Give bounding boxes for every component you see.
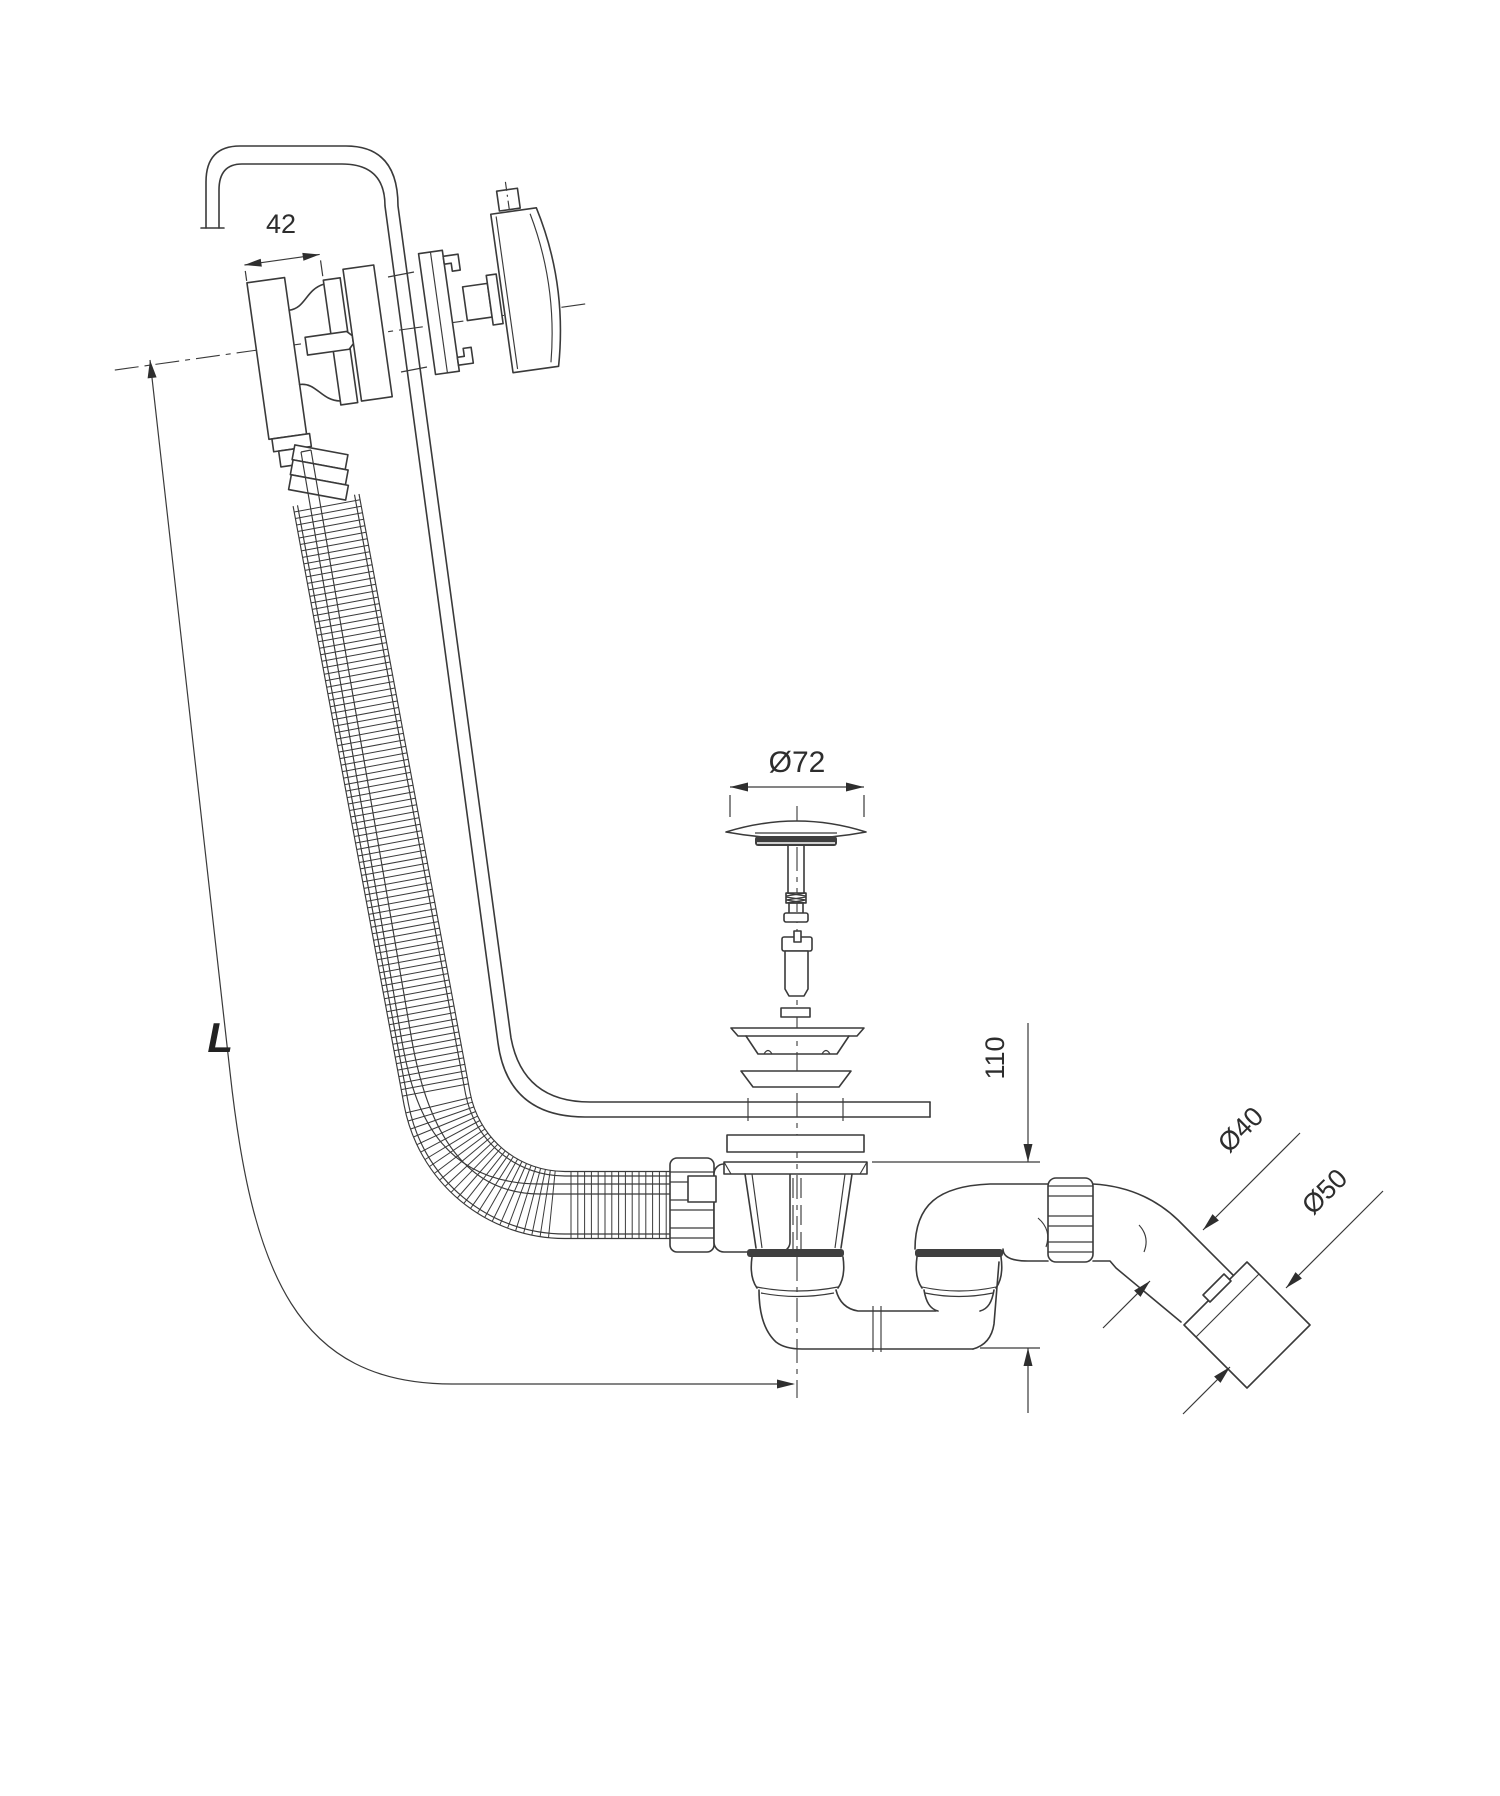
dim42-left-arrow (244, 258, 262, 267)
tee-top-flange (723, 1161, 868, 1175)
plug-stem-foot (783, 912, 809, 923)
sleeve-clip-window (1202, 1273, 1232, 1303)
pipe-bend-mark (1138, 1224, 1147, 1253)
label-plug-diameter: Ø72 (769, 746, 826, 779)
drain-hole-ticks (747, 1098, 844, 1121)
tub-outer-surface (218, 163, 931, 1118)
strainer (730, 1027, 865, 1055)
hose-outer-edge (292, 505, 674, 1240)
rosette-top-clip (442, 253, 462, 272)
rosette-bottom-clip (456, 346, 475, 367)
elbow-outer (914, 1183, 1049, 1250)
knob-stem (495, 187, 522, 212)
hose-inner-inner-line (353, 494, 674, 1177)
screw-body (784, 950, 809, 997)
press-ring (726, 1134, 865, 1153)
outlet (914, 1177, 1311, 1389)
dimension-hose-length (147, 359, 795, 1389)
funnel-top-curve (288, 283, 325, 312)
funnel-bottom-curve (298, 383, 342, 402)
knob-disc (489, 207, 562, 374)
right-cup-curves (921, 1286, 997, 1298)
trap (747, 1249, 1003, 1352)
hose-ribs (294, 499, 667, 1239)
elbow-swivel-nut (1047, 1177, 1094, 1263)
strainer-funnel (745, 1035, 850, 1055)
left-cup-seal (747, 1249, 844, 1257)
spacer-ring (780, 1007, 811, 1018)
screw-slot (793, 930, 802, 943)
cable-conduit (300, 449, 694, 1195)
right-cup-lower (923, 1289, 995, 1312)
outlet-pipe-lower (1092, 1260, 1182, 1323)
right-cup-sides (915, 1256, 1003, 1289)
outlet-pipe-upper (1092, 1183, 1235, 1277)
dim42-right-arrow (302, 252, 320, 261)
swivel-nut-slots (1048, 1185, 1093, 1253)
knob-face-lines (495, 213, 553, 370)
dimension-overflow-depth (244, 252, 324, 281)
tub-inner-surface (205, 145, 931, 1103)
overflow-rosette (417, 249, 475, 376)
hidden-screw-shaft (792, 1178, 802, 1256)
hose-outer-inner-line (296, 505, 674, 1235)
hose-inner-edge (358, 493, 674, 1173)
plug-stem (787, 845, 805, 894)
plug-stem-knurl (785, 892, 807, 904)
label-outlet-pipe-diameter: Ø40 (1212, 1101, 1269, 1158)
plug-stem-lower (788, 902, 804, 914)
dimension-waste-height (872, 1023, 1040, 1413)
trap-pipe-top (835, 1289, 937, 1312)
left-cup-sides (750, 1256, 845, 1289)
dimension-outlet-sleeve (1182, 1190, 1384, 1415)
tee-inner-walls (751, 1173, 846, 1249)
pipe-joint-ticks (872, 1306, 882, 1352)
sleeve-inner-face (1195, 1273, 1260, 1338)
dimension-outlet-pipe (1102, 1132, 1301, 1329)
strainer-flange (730, 1027, 865, 1037)
overflow-corrugated-hose (292, 493, 674, 1240)
waste-tee (669, 1157, 868, 1256)
elbow-inner (1002, 1248, 1049, 1262)
trap-bottom (758, 1289, 974, 1350)
overflow-knob (489, 181, 562, 374)
plug-cap (725, 820, 867, 840)
plug-seal-ring (755, 836, 837, 846)
fixing-bush (461, 273, 504, 326)
fixing-screw (781, 930, 813, 997)
dimension-plug-diameter (729, 782, 865, 817)
bathtub-profile (200, 145, 931, 1121)
hose-adapter-rings (287, 444, 350, 501)
taper-gasket (740, 1070, 852, 1088)
flange-chamfers (723, 1161, 868, 1175)
label-hose-length: L (207, 1014, 233, 1061)
right-cup-seal (915, 1249, 1003, 1257)
riser-right-line (972, 1261, 1000, 1350)
label-overflow-depth: 42 (266, 209, 296, 239)
overflow-gasket (342, 264, 394, 402)
label-waste-height: 110 (980, 1036, 1010, 1079)
strainer-notches (763, 1049, 831, 1055)
cable-bushing (687, 1175, 717, 1203)
plug-stack (725, 806, 867, 1398)
tee-outer-walls (744, 1173, 853, 1249)
overflow-body-flange (246, 276, 308, 441)
overflow-hole-ticks (387, 271, 428, 373)
overflow-assembly (114, 181, 587, 468)
label-outlet-sleeve-diameter: Ø50 (1296, 1163, 1353, 1220)
